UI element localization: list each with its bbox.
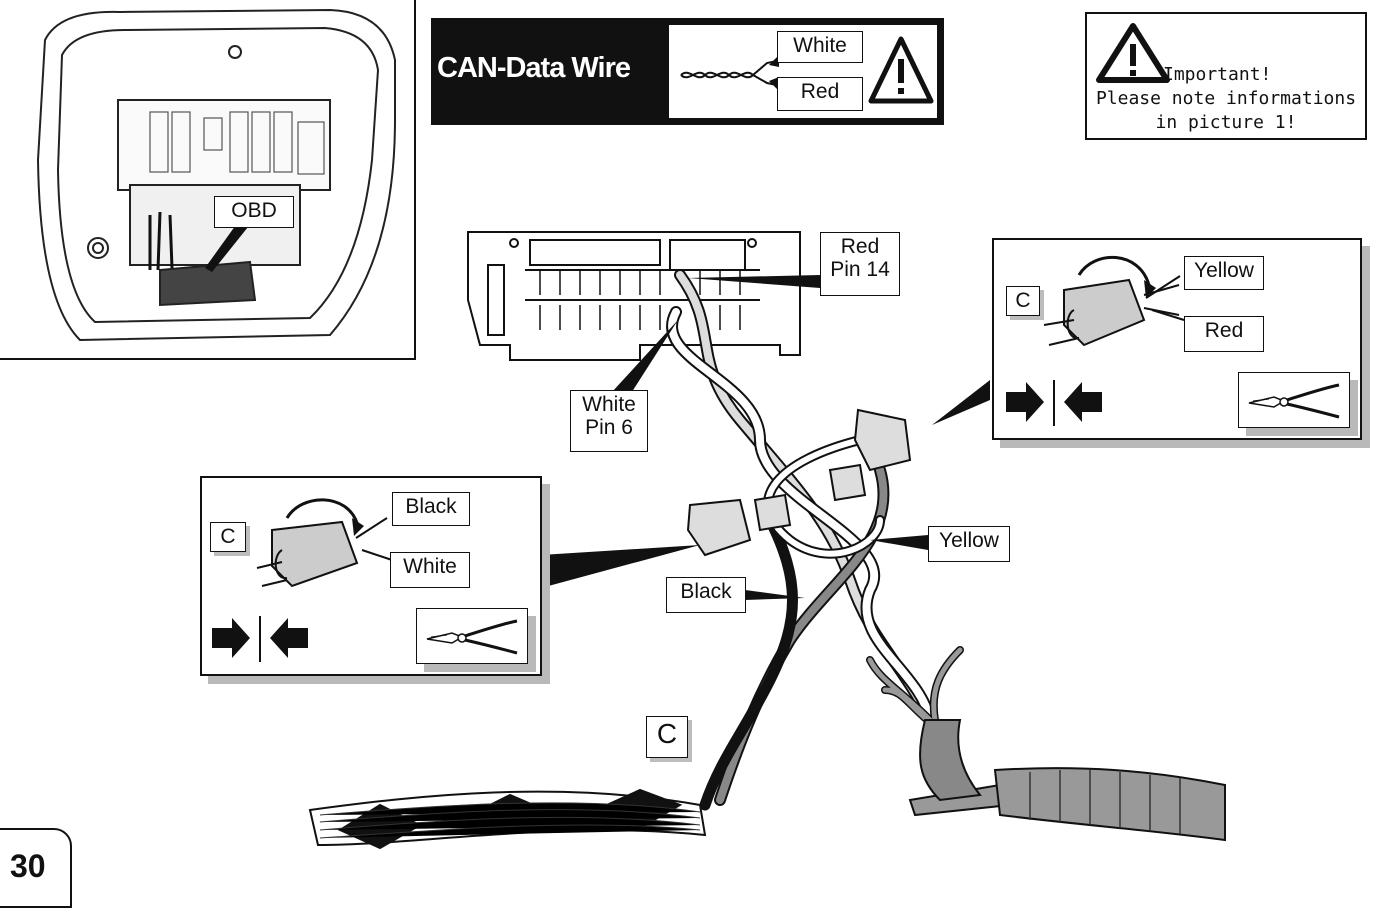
can-inner-panel: White Red	[669, 25, 937, 118]
left-harness-illustration	[308, 788, 707, 850]
crimp-pliers-icon	[1238, 372, 1350, 428]
c-wire-label: C	[646, 716, 688, 758]
page-number: 30	[10, 848, 46, 884]
obd-connector-illustration	[467, 231, 801, 361]
notice-line-2: Please note informations	[1095, 88, 1357, 109]
splice-left-black-label: Black	[392, 492, 470, 526]
splice-left-white-label: White	[390, 552, 470, 588]
splice-left-c-label: C	[210, 522, 246, 552]
splice-right-c-label: C	[1006, 286, 1040, 316]
notice-line-1: Important!	[1163, 64, 1272, 85]
page-number-tab: 30	[0, 828, 72, 908]
red-pin-label: Red Pin 14	[820, 232, 900, 296]
black-wire-label: Black	[666, 577, 746, 613]
splice-left-artwork	[212, 498, 393, 662]
obd-label: OBD	[214, 196, 294, 228]
wire-bundle	[666, 269, 964, 811]
dashboard-panel-illustration	[36, 8, 396, 342]
can-title: CAN-Data Wire	[437, 52, 631, 84]
twisted-pair-icon	[680, 36, 934, 104]
notice-line-3: in picture 1!	[1155, 112, 1297, 133]
white-pin-label: White Pin 6	[570, 390, 648, 452]
splice-detail-right: C Yellow Red	[992, 238, 1362, 440]
splice-detail-left: C Black White	[200, 476, 542, 676]
important-notice: Important! Please note informations in p…	[1085, 12, 1367, 140]
splice-connector-right	[828, 408, 912, 502]
splice-connector-left	[686, 493, 792, 557]
can-red-label: Red	[777, 77, 863, 111]
right-harness-illustration	[908, 719, 1226, 842]
splice-right-red-label: Red	[1184, 316, 1264, 352]
warning-icon	[1096, 23, 1170, 83]
splice-right-yellow-label: Yellow	[1184, 256, 1264, 290]
splice-right-artwork	[1006, 255, 1185, 426]
can-data-wire-banner: CAN-Data Wire White Red	[431, 18, 944, 125]
crimp-pliers-icon-left	[416, 608, 528, 664]
can-white-label: White	[777, 31, 863, 63]
yellow-wire-label: Yellow	[928, 526, 1010, 562]
